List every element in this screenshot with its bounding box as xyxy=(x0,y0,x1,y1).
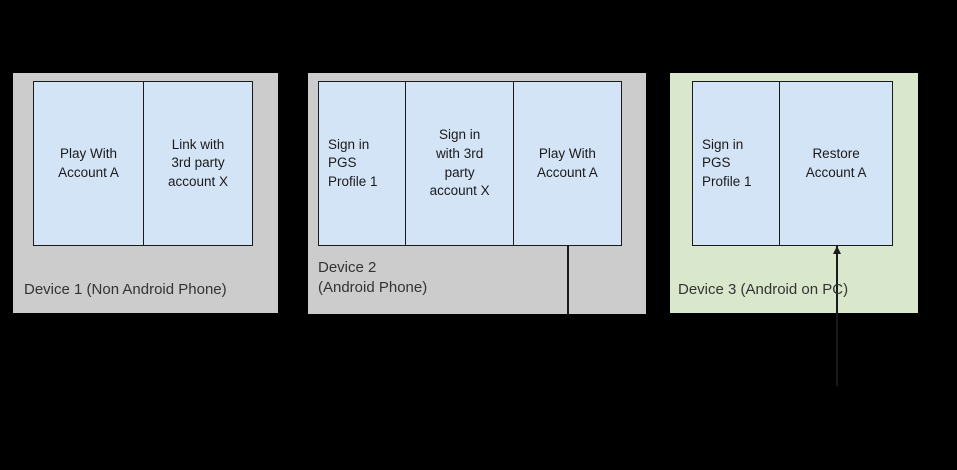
arrow-up-icon xyxy=(833,246,841,254)
device-panel-1: Play With Account A Link with 3rd party … xyxy=(13,73,278,313)
device-panel-3: Sign in PGS Profile 1 Restore Account A … xyxy=(670,73,918,386)
device-1-step-2[interactable]: Link with 3rd party account X xyxy=(143,82,252,245)
device-3-step-2[interactable]: Restore Account A xyxy=(779,82,892,245)
device-3-step-row: Sign in PGS Profile 1 Restore Account A xyxy=(692,81,893,246)
device-2-label: Device 2 (Android Phone) xyxy=(318,259,428,296)
device-2-step-1[interactable]: Sign in PGS Profile 1 xyxy=(328,136,378,189)
device-3-label: Device 3 (Android on PC) xyxy=(678,281,849,298)
device-1-label: Device 1 (Non Android Phone) xyxy=(24,281,227,298)
connector-device2-out-line xyxy=(567,246,569,314)
device-3-step-1[interactable]: Sign in PGS Profile 1 xyxy=(702,136,752,189)
device-2-step-row: Sign in PGS Profile 1 Sign in with 3rd p… xyxy=(318,81,622,246)
connector-device3-in-line xyxy=(836,246,838,386)
device-1-step-1[interactable]: Play With Account A xyxy=(58,145,119,180)
device-1-step-row: Play With Account A Link with 3rd party … xyxy=(33,81,253,246)
device-2-step-2[interactable]: Sign in with 3rd party account X xyxy=(405,82,512,245)
device-panel-2: Sign in PGS Profile 1 Sign in with 3rd p… xyxy=(308,73,646,314)
device-2-step-3[interactable]: Play With Account A xyxy=(512,82,621,245)
